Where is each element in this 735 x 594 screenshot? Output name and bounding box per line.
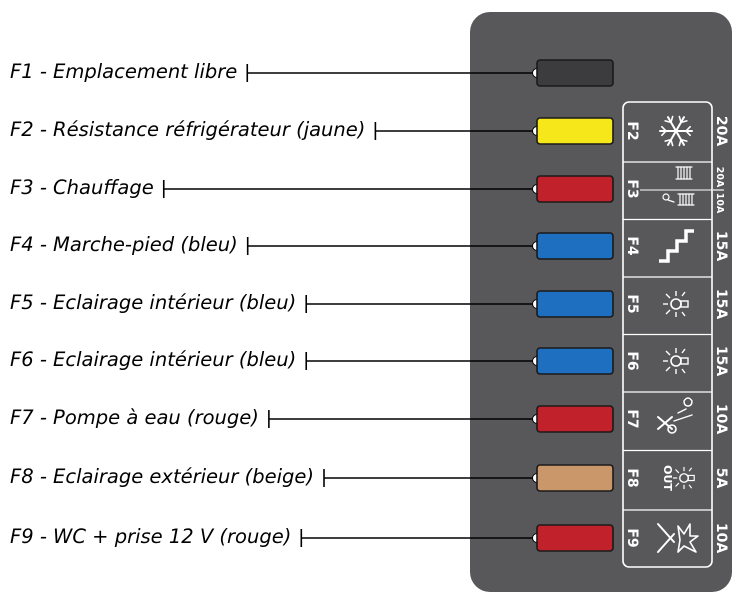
fuse-label-f1: F1 - Emplacement libre xyxy=(10,60,238,83)
fuse-code-f8: F8 xyxy=(624,468,640,487)
fuse-f8 xyxy=(536,464,614,492)
interior-light-icon xyxy=(662,290,689,318)
water-pump-icon xyxy=(657,397,693,434)
fuse-f1 xyxy=(536,59,614,87)
fuse-code-f2: F2 xyxy=(624,121,640,140)
fuse-f3 xyxy=(536,175,614,203)
socket-icon xyxy=(657,523,699,553)
fuse-rating: 20A xyxy=(713,116,729,146)
snowflake-icon xyxy=(659,115,693,147)
fuse-f9 xyxy=(536,524,614,552)
fuse-rating: 10A xyxy=(713,404,729,434)
fuse-code-f4: F4 xyxy=(624,236,640,256)
fuse-label-f9: F9 - WC + prise 12 V (rouge) xyxy=(10,525,292,548)
fuse-f6 xyxy=(536,347,614,375)
fuse-rating-secondary: 10A xyxy=(714,193,725,214)
fuse-code-f6: F6 xyxy=(624,351,640,370)
fuse-rating: 15A xyxy=(713,231,729,261)
fuse-f5 xyxy=(536,290,614,318)
fuse-rating: 15A xyxy=(713,289,729,319)
fuse-label-f6: F6 - Eclairage intérieur (bleu) xyxy=(10,348,297,371)
fuse-f2 xyxy=(536,117,614,145)
fuse-rating: 5A xyxy=(713,468,729,489)
out-label: OUT xyxy=(661,465,674,491)
fuse-label-f3: F3 - Chauffage xyxy=(10,176,154,199)
fuse-rating: 20A xyxy=(714,167,725,188)
fuse-label-f2: F2 - Résistance réfrigérateur (jaune) xyxy=(10,118,366,141)
fuse-label-f7: F7 - Pompe à eau (rouge) xyxy=(10,406,259,429)
fuse-code-f5: F5 xyxy=(624,294,640,313)
step-icon xyxy=(659,229,694,263)
fuse-label-f5: F5 - Eclairage intérieur (bleu) xyxy=(10,291,297,314)
fuse-f7 xyxy=(536,405,614,433)
exterior-light-icon: OUT xyxy=(661,465,695,491)
fuse-code-f7: F7 xyxy=(624,409,640,428)
heater-icon xyxy=(662,166,695,206)
fuse-label-f8: F8 - Eclairage extérieur (beige) xyxy=(10,465,314,488)
fuse-code-f9: F9 xyxy=(624,528,640,547)
fuse-code-f3: F3 xyxy=(624,179,640,198)
fuse-f4 xyxy=(536,232,614,260)
fuse-label-f4: F4 - Marche-pied (bleu) xyxy=(10,233,238,256)
fuse-rating: 15A xyxy=(713,346,729,376)
fuse-rating: 10A xyxy=(713,523,729,553)
interior-light-icon xyxy=(662,347,689,375)
